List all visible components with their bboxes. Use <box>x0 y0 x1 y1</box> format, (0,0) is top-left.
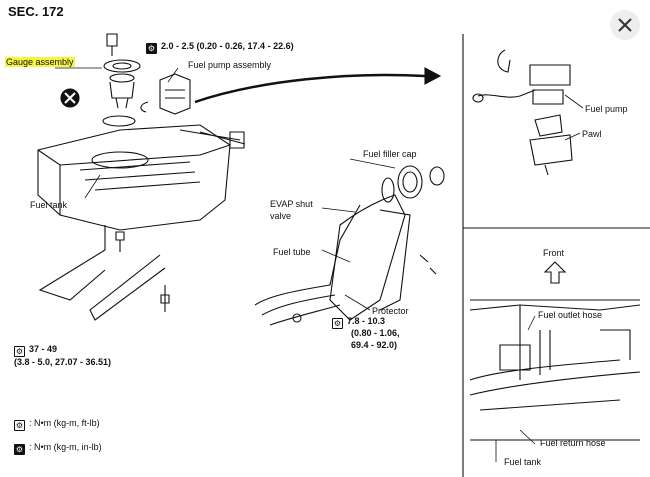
label-pawl: Pawl <box>582 129 602 139</box>
detail-arrow <box>195 75 425 102</box>
legend-item-in-lb: ⚙ : N•m (kg-m, in-lb) <box>14 442 102 455</box>
torque-left-value1: 37 - 49 <box>29 344 58 354</box>
torque-wrench-icon: ⚙ <box>14 346 25 357</box>
torque-left-line2: (3.8 - 5.0, 27.07 - 36.51) <box>14 357 112 367</box>
do-not-reuse-icon <box>61 89 79 107</box>
leader-lines <box>55 68 583 462</box>
label-front: Front <box>543 248 565 258</box>
torque-top: ⚙ 2.0 - 2.5 (0.20 - 0.26, 17.4 - 22.6) <box>146 41 294 54</box>
label-fuel-tube: Fuel tube <box>273 247 311 257</box>
fuel-tank-body <box>38 125 245 230</box>
torque-wrench-icon: ⚙ <box>14 420 25 431</box>
label-evap-line2: valve <box>270 211 292 221</box>
legend-item-ft-lb: ⚙ : N•m (kg-m, ft-lb) <box>14 418 100 431</box>
label-fuel-return-hose: Fuel return hose <box>540 438 606 448</box>
torque-mid-line1: ⚙ 7.8 - 10.3 <box>332 316 385 329</box>
front-arrow-icon <box>545 262 565 283</box>
torque-left-line1: ⚙ 37 - 49 <box>14 344 57 357</box>
torque-wrench-filled-icon: ⚙ <box>14 444 25 455</box>
torque-mid-value1: 7.8 - 10.3 <box>347 316 386 326</box>
label-protector: Protector <box>372 306 409 316</box>
torque-mid-line2: (0.80 - 1.06, <box>351 328 400 338</box>
torque-mid-line3: 69.4 - 92.0) <box>351 340 398 350</box>
filler-assembly <box>255 166 444 325</box>
fuel-pump-assembly-part <box>141 74 190 114</box>
label-fuel-filler-cap: Fuel filler cap <box>363 149 417 159</box>
torque-wrench-icon: ⚙ <box>332 318 343 329</box>
fuel-pump-detail <box>473 50 572 175</box>
label-fuel-pump-assembly: Fuel pump assembly <box>188 60 272 70</box>
torque-wrench-filled-icon: ⚙ <box>146 43 157 54</box>
label-fuel-tank-detail: Fuel tank <box>504 457 542 467</box>
label-fuel-tank-main: Fuel tank <box>30 200 68 210</box>
legend-text-in-lb: : N•m (kg-m, in-lb) <box>29 442 102 452</box>
label-evap-line1: EVAP shut <box>270 199 313 209</box>
gauge-assembly-parts <box>103 34 140 126</box>
section-number: SEC. 172 <box>8 4 64 19</box>
legend-text-ft-lb: : N•m (kg-m, ft-lb) <box>29 418 100 428</box>
underbody-detail <box>470 300 640 440</box>
close-icon <box>618 18 632 32</box>
label-fuel-pump: Fuel pump <box>585 104 628 114</box>
label-fuel-outlet-hose: Fuel outlet hose <box>538 310 603 320</box>
detail-arrowhead <box>425 68 440 84</box>
torque-top-value: 2.0 - 2.5 (0.20 - 0.26, 17.4 - 22.6) <box>161 41 294 51</box>
fuel-tank-straps <box>40 225 169 320</box>
close-button[interactable] <box>610 10 640 40</box>
label-gauge-assembly: Gauge assembly <box>5 57 75 68</box>
label-gauge-assembly-text: Gauge assembly <box>5 57 75 67</box>
